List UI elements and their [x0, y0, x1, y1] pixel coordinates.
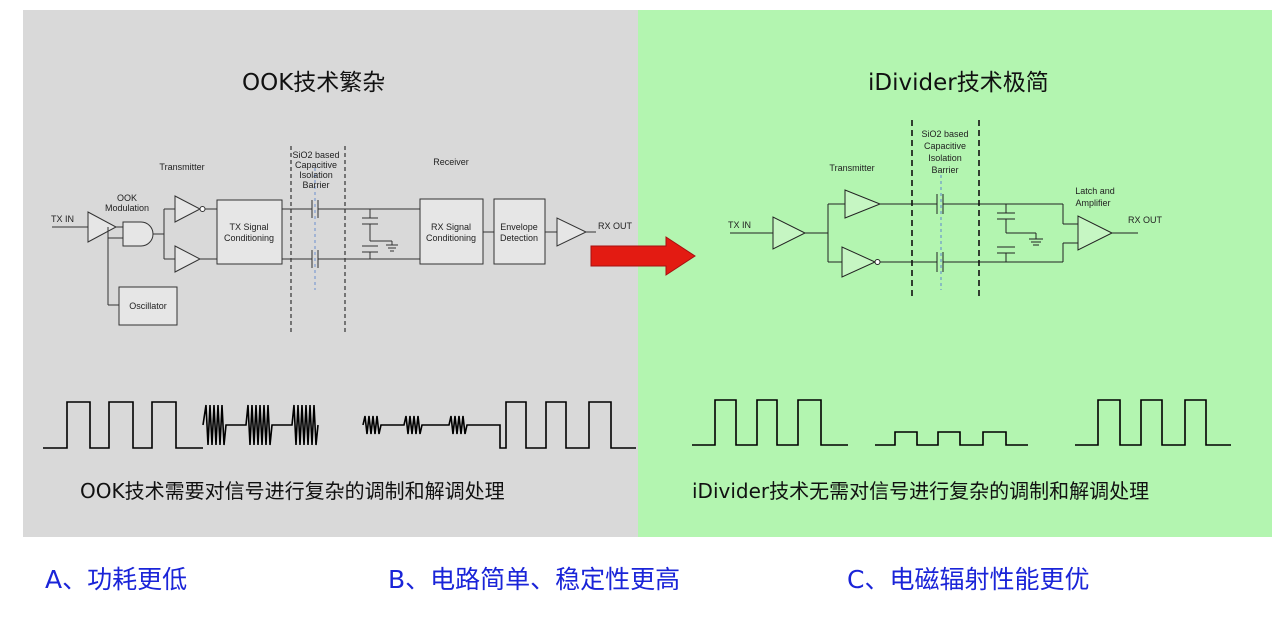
ook-tx-in-label: TX IN: [51, 214, 74, 224]
idivider-caption: iDivider技术无需对信号进行复杂的调制和解调处理: [692, 479, 1150, 503]
idivider-title: iDivider技术极简: [868, 70, 1049, 96]
idivider-tx-in-label: TX IN: [728, 220, 751, 230]
ook-oscillator-label: Oscillator: [129, 301, 167, 311]
idivider-rx-out-label: RX OUT: [1128, 215, 1163, 225]
idivider-waveforms: [692, 399, 1231, 446]
idivider-latch-label-2: Amplifier: [1075, 198, 1110, 208]
idivider-latch-label-1: Latch and: [1075, 186, 1115, 196]
ook-barrier-label-2: Capacitive: [295, 160, 337, 170]
ook-tx-cond-label-1: TX Signal: [229, 222, 268, 232]
ook-transmitter-label: Transmitter: [159, 162, 204, 172]
idivider-barrier-label-4: Barrier: [931, 165, 958, 175]
ook-modulation-label-2: Modulation: [105, 203, 149, 213]
ook-barrier-label-1: SiO2 based: [292, 150, 339, 160]
ook-rx-cond-label-1: RX Signal: [431, 222, 471, 232]
ook-block-diagram: TX IN OOK Modulation Transmitter SiO2 ba…: [51, 146, 633, 332]
idivider-block-diagram: TX IN Transmitter SiO2 based Capacitive …: [728, 120, 1163, 300]
ook-tx-cond-label-2: Conditioning: [224, 233, 274, 243]
benefit-simple-circuit: B、电路简单、稳定性更高: [388, 565, 681, 594]
ook-title: OOK技术繁杂: [242, 70, 386, 96]
transition-arrow-icon: [590, 236, 696, 276]
ook-panel: [23, 10, 638, 537]
ook-rx-cond-label-2: Conditioning: [426, 233, 476, 243]
ook-modulation-label-1: OOK: [117, 193, 137, 203]
ook-caption: OOK技术需要对信号进行复杂的调制和解调处理: [80, 479, 505, 503]
idivider-transmitter-label: Transmitter: [829, 163, 874, 173]
benefit-emi-performance: C、电磁辐射性能更优: [847, 565, 1090, 594]
benefit-low-power: A、功耗更低: [45, 565, 188, 594]
idivider-barrier-label-3: Isolation: [928, 153, 962, 163]
ook-envelope-label-1: Envelope: [500, 222, 538, 232]
idivider-barrier-label-2: Capacitive: [924, 141, 966, 151]
ook-barrier-label-4: Barrier: [302, 180, 329, 190]
ook-rx-out-label: RX OUT: [598, 221, 633, 231]
idivider-barrier-label-1: SiO2 based: [921, 129, 968, 139]
ook-envelope-label-2: Detection: [500, 233, 538, 243]
ook-receiver-label: Receiver: [433, 157, 469, 167]
idivider-panel: [638, 10, 1272, 537]
ook-waveforms: [43, 401, 636, 449]
ook-barrier-label-3: Isolation: [299, 170, 333, 180]
